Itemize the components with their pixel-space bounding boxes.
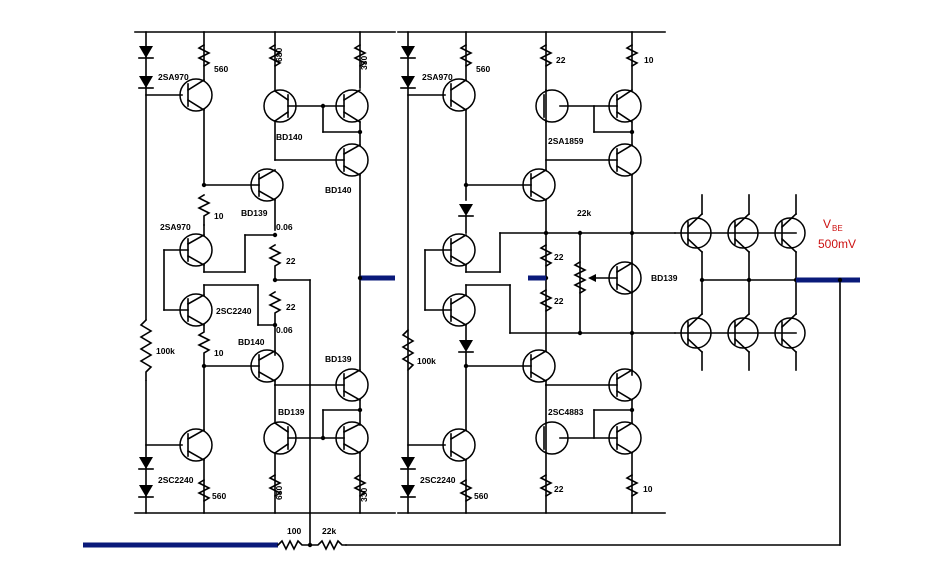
label-10-bot: 10	[214, 348, 224, 358]
label-22-a: 22	[286, 256, 296, 266]
label-680-bot: 680	[274, 486, 284, 500]
vbe-label: V	[823, 217, 831, 231]
resistor-10-bot-right	[625, 473, 639, 498]
label-bd139-1: BD139	[241, 208, 268, 218]
resistor-10-top-right	[625, 43, 639, 68]
transistor-right-driver-bot	[522, 349, 556, 383]
label-10-top-right: 10	[644, 55, 654, 65]
label-bd139-right: BD139	[651, 273, 678, 283]
resistor-680-top	[268, 43, 282, 68]
resistor-22-right-b	[539, 288, 553, 313]
label-bd139-2: BD139	[325, 354, 352, 364]
output-transistor-top-1	[680, 212, 712, 254]
transistor-2sa970-top-right	[442, 78, 476, 112]
label-560-bot: 560	[212, 491, 226, 501]
label-2sc4883: 2SC4883	[548, 407, 584, 417]
label-2sa970-mid: 2SA970	[160, 222, 191, 232]
resistor-560-top-right	[459, 43, 473, 68]
label-2sa970-top-right: 2SA970	[422, 72, 453, 82]
resistor-330-bot	[353, 473, 367, 498]
label-bd140-3: BD140	[238, 337, 265, 347]
label-bd139-3: BD139	[278, 407, 305, 417]
label-100: 100	[287, 526, 301, 536]
label-100k-left: 100k	[156, 346, 175, 356]
resistor-22-top-right	[539, 43, 553, 68]
label-2sc2240-mid: 2SC2240	[216, 306, 252, 316]
label-22-bot-right: 22	[554, 484, 564, 494]
label-22-right-a: 22	[554, 252, 564, 262]
label-680-top: 680	[274, 48, 284, 62]
output-transistor-top-3	[774, 212, 806, 254]
diode-bottom-right-1	[400, 457, 416, 470]
label-330-top: 330	[359, 56, 369, 70]
transistor-bd139-out-1	[335, 368, 369, 402]
resistor-100k-left	[139, 318, 153, 381]
label-bd140-2: BD140	[325, 185, 352, 195]
diode-top-left-1	[138, 46, 154, 59]
output-transistor-top-2	[727, 212, 759, 254]
label-2sa1859: 2SA1859	[548, 136, 584, 146]
label-2sc2240-bot-right: 2SC2240	[420, 475, 456, 485]
diode-bottom-left-2	[138, 485, 154, 498]
label-330-bot: 330	[359, 488, 369, 502]
resistor-560-bot-right	[459, 478, 473, 503]
label-560-top-right: 560	[476, 64, 490, 74]
label-006-top: 0.06	[276, 222, 293, 232]
transistor-2sc2240-bottom-left	[179, 428, 213, 462]
resistor-22-bot-right	[539, 473, 553, 498]
label-2sc2240-bot: 2SC2240	[158, 475, 194, 485]
label-10-top: 10	[214, 211, 224, 221]
label-10-bot-right: 10	[643, 484, 653, 494]
vbe-value: 500mV	[818, 237, 856, 251]
diode-top-left-2	[138, 76, 154, 89]
resistor-560-bot	[197, 478, 211, 503]
resistor-22-a	[268, 243, 282, 281]
resistor-100	[276, 539, 311, 551]
resistor-22-b	[268, 290, 282, 326]
diode-bottom-left-1	[138, 457, 154, 470]
label-100k-right: 100k	[417, 356, 436, 366]
diode-top-right-2	[400, 76, 416, 89]
transistor-right-power-bot	[608, 368, 642, 402]
diode-right-mid-2	[459, 340, 473, 352]
transistor-2sa970-top-left	[179, 78, 213, 112]
output-array	[674, 194, 806, 371]
diode-top-right-1	[400, 46, 416, 59]
resistor-100k-right	[401, 328, 415, 372]
label-22-b: 22	[286, 302, 296, 312]
diode-right-mid-1	[459, 204, 473, 216]
resistor-22-right-a	[539, 243, 553, 268]
potentiometer-22k	[573, 260, 587, 295]
resistor-10-bot	[197, 324, 211, 367]
label-bd140-1: BD140	[276, 132, 303, 142]
diode-bottom-right-2	[400, 485, 416, 498]
output-transistor-bot-2	[727, 312, 759, 354]
resistor-22k-bot	[309, 539, 347, 551]
label-22k-bot: 22k	[322, 526, 336, 536]
label-22-top-right: 22	[556, 55, 566, 65]
label-22-right-b: 22	[554, 296, 564, 306]
transistor-right-driver-top	[522, 168, 556, 202]
output-transistor-bot-3	[774, 312, 806, 354]
label-006-bot: 0.06	[276, 325, 293, 335]
output-transistor-bot-1	[680, 312, 712, 354]
resistor-680-bot	[268, 473, 282, 498]
resistor-560-top-left	[197, 43, 211, 68]
transistor-2sc2240-bottom-right	[442, 428, 476, 462]
transistor-2sc2240-mid	[179, 293, 213, 327]
label-560-bot-right: 560	[474, 491, 488, 501]
transistor-bd139-right	[608, 261, 642, 295]
resistor-330-top	[353, 43, 367, 68]
vbe-sub-label: BE	[832, 224, 843, 233]
label-22k-mid: 22k	[577, 208, 591, 218]
resistor-10-top	[197, 193, 211, 226]
label-560-top-left: 560	[214, 64, 228, 74]
label-2sa970-top-left: 2SA970	[158, 72, 189, 82]
